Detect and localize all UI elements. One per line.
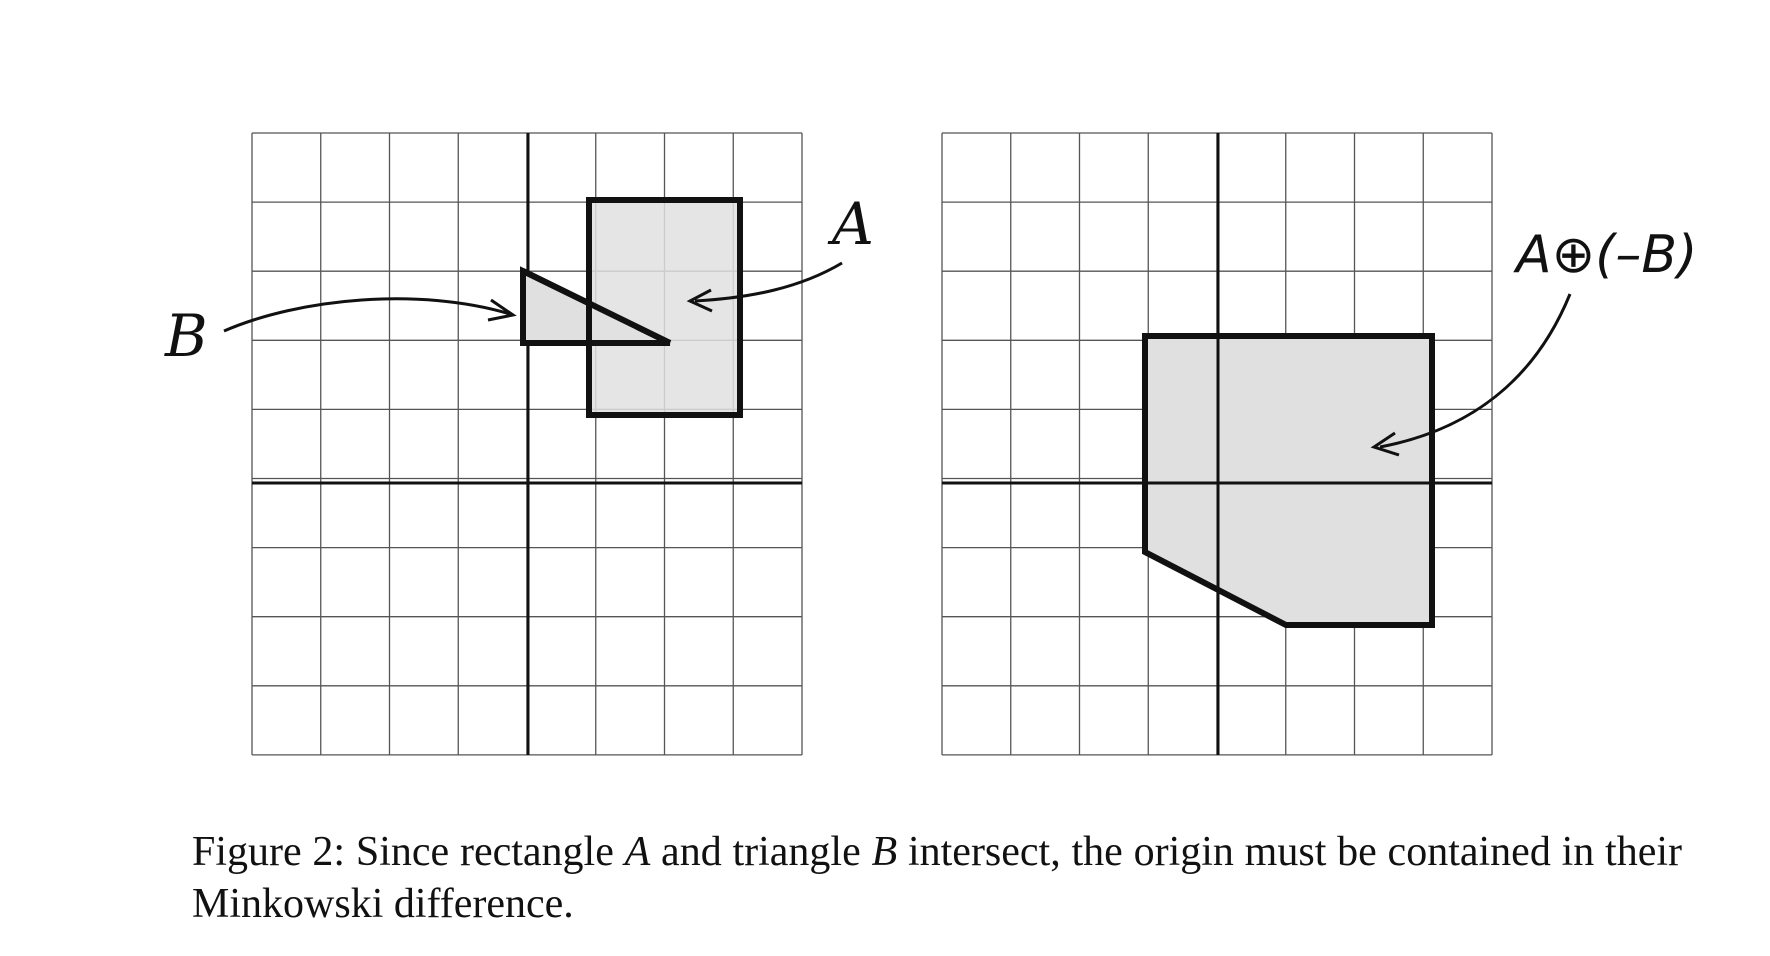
minkowski-difference-outline (1142, 333, 1435, 628)
arrow-to-b-head (487, 298, 517, 322)
caption-prefix: Figure 2: (192, 829, 356, 875)
figure-caption: Figure 2: Since rectangle A and triangle… (192, 826, 1682, 930)
arrow-to-a-head (686, 288, 713, 313)
arrow-to-a (694, 261, 843, 303)
right-grid-panel: A⊕(–B) (941, 132, 1697, 756)
minkowski-difference-polygon (1145, 336, 1432, 625)
label-b: B (164, 302, 208, 370)
caption-part2: and triangle (650, 829, 872, 875)
arrow-to-minkowski-head (1370, 431, 1400, 457)
left-grid-panel: A B (164, 132, 874, 756)
arrow-to-minkowski (1379, 293, 1572, 449)
caption-part1: Since rectangle (355, 829, 625, 875)
label-minkowski: A⊕(–B) (1513, 225, 1697, 285)
triangle-b-hypotenuse (521, 268, 672, 346)
caption-part3: intersect, the origin must be contained … (192, 829, 1682, 927)
arrow-to-b (223, 297, 511, 333)
label-a: A (827, 190, 874, 258)
rectangle-a (586, 197, 743, 418)
caption-var-a: A (624, 829, 651, 875)
caption-var-b: B (871, 829, 898, 875)
